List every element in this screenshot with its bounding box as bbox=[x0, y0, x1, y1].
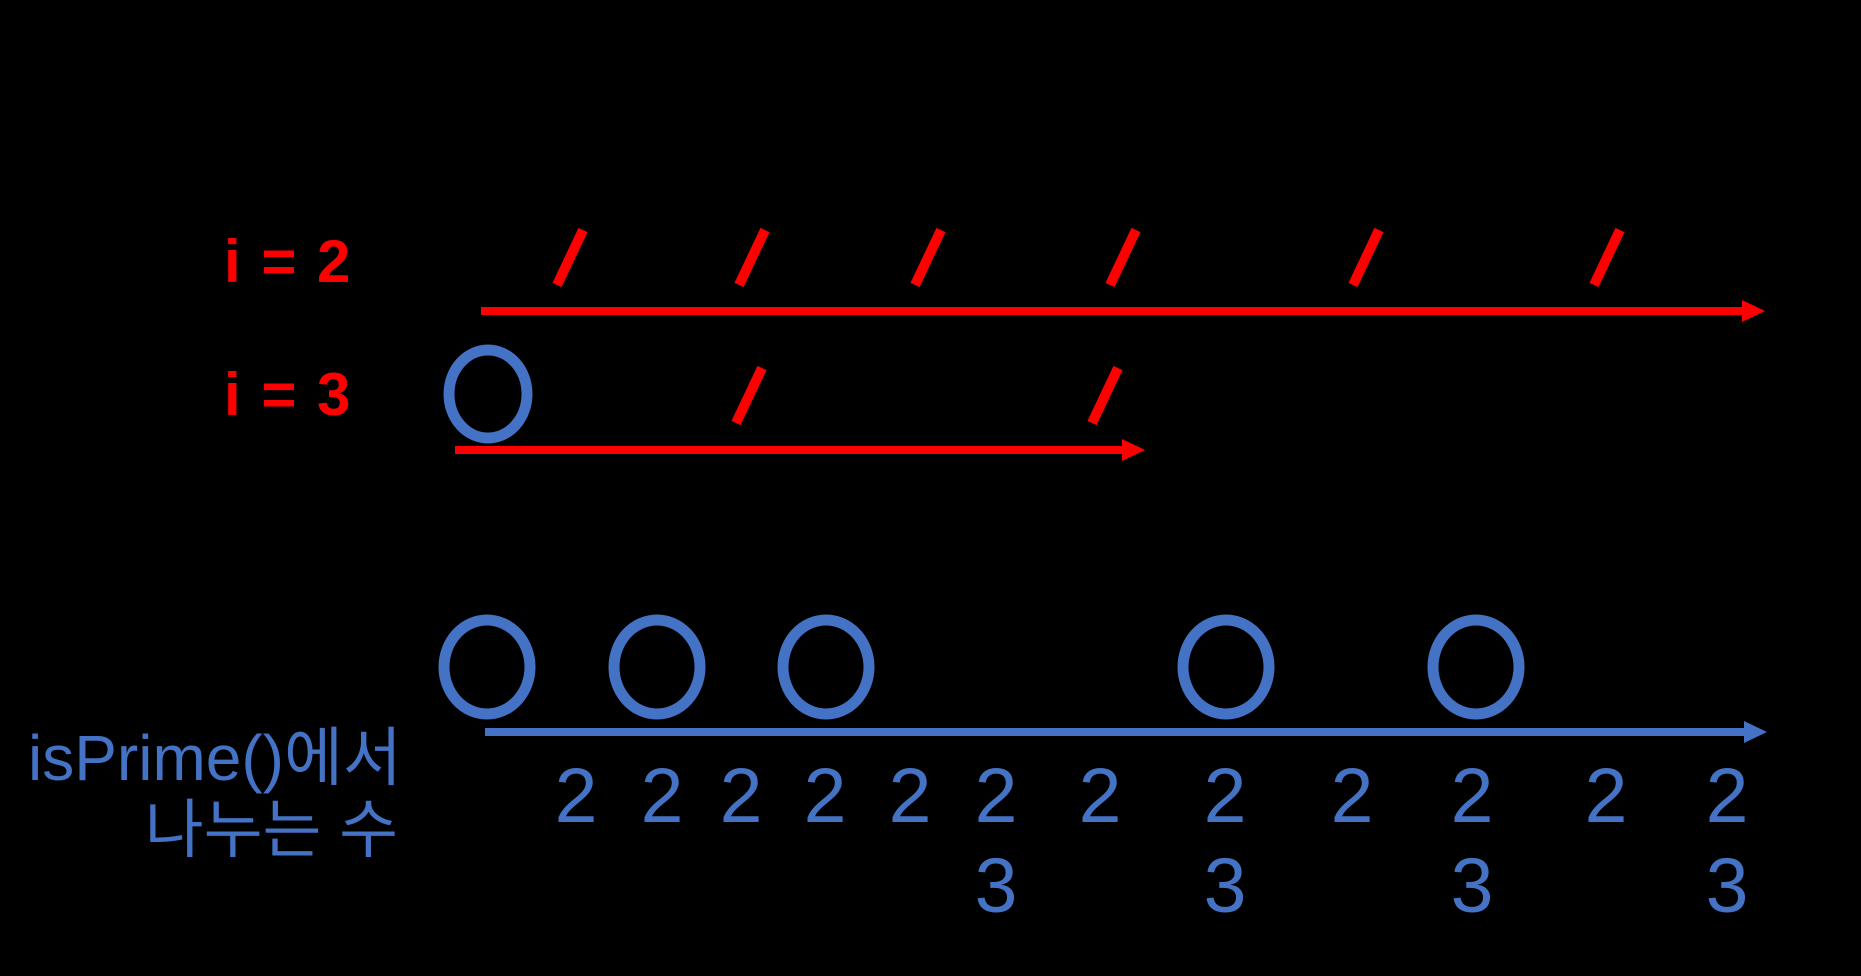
prime-circle-i3 bbox=[443, 344, 533, 444]
strike-mark-i3 bbox=[731, 365, 767, 426]
strike-mark-i2 bbox=[734, 227, 770, 288]
number-line-arrow-i2-arrowhead bbox=[1742, 300, 1765, 322]
divisor-2-digit: 2 bbox=[1203, 753, 1247, 839]
divisor-2-digit: 2 bbox=[1450, 753, 1494, 839]
prime-circle-result bbox=[777, 614, 875, 720]
label-i-equals-3: i = 3 bbox=[224, 361, 353, 428]
divisor-3-digit: 3 bbox=[1705, 843, 1749, 929]
strike-mark-i3 bbox=[1087, 365, 1123, 426]
divisor-2-digit: 2 bbox=[719, 753, 763, 839]
divisor-2-digit: 2 bbox=[1705, 753, 1749, 839]
divisor-2-digit: 2 bbox=[803, 753, 847, 839]
divisor-2-digit: 2 bbox=[1584, 753, 1628, 839]
prime-circle-result bbox=[438, 614, 536, 720]
divisor-2-digit: 2 bbox=[554, 753, 598, 839]
prime-circle-result bbox=[1427, 614, 1525, 720]
strike-mark-i2 bbox=[552, 227, 588, 288]
divisor-caption: isPrime()에서 나누는 수 bbox=[28, 722, 402, 866]
divisor-2-digit: 2 bbox=[888, 753, 932, 839]
divisor-2-digit: 2 bbox=[1078, 753, 1122, 839]
divisor-3-digit: 3 bbox=[974, 843, 1018, 929]
prime-circle-result bbox=[608, 614, 706, 720]
strike-mark-i2 bbox=[1589, 227, 1625, 288]
divisor-caption-line1: isPrime()에서 bbox=[28, 722, 402, 794]
divisor-2-digit: 2 bbox=[974, 753, 1018, 839]
number-line-arrow-i3-arrowhead bbox=[1122, 439, 1145, 461]
strike-mark-i2 bbox=[1105, 227, 1141, 288]
divisor-caption-line2: 나누는 수 bbox=[144, 794, 398, 866]
number-line-arrow-result-arrowhead bbox=[1744, 721, 1767, 743]
divisor-3-digit: 3 bbox=[1450, 843, 1494, 929]
divisor-2-digit: 2 bbox=[1330, 753, 1374, 839]
prime-circle-result bbox=[1177, 614, 1275, 720]
strike-mark-i2 bbox=[1348, 227, 1384, 288]
divisor-2-digit: 2 bbox=[640, 753, 684, 839]
divisor-3-digit: 3 bbox=[1203, 843, 1247, 929]
strike-mark-i2 bbox=[910, 227, 946, 288]
label-i-equals-2: i = 2 bbox=[224, 228, 353, 295]
